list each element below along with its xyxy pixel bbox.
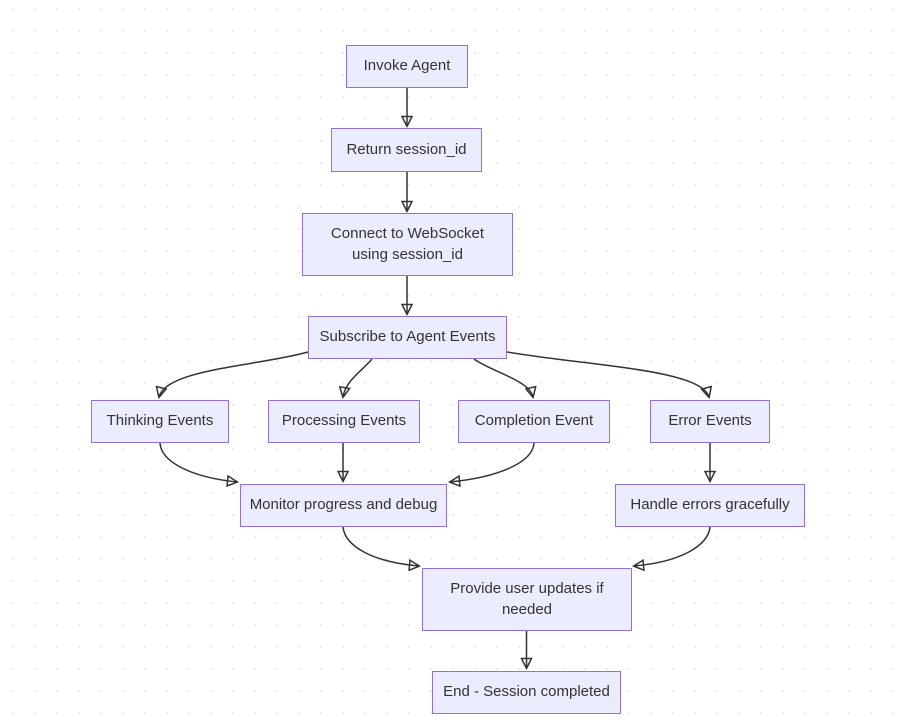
edge-handle-to-provide — [634, 526, 711, 566]
node-thinking-events-label: Thinking Events — [106, 412, 214, 430]
node-error-events: Error Events — [650, 400, 770, 443]
node-end-session-label: End - Session completed — [443, 683, 610, 701]
node-processing-events: Processing Events — [268, 400, 420, 443]
node-connect-websocket-label: Connect to WebSocket using session_id — [330, 225, 485, 263]
node-provide-updates: Provide user updates if needed — [422, 568, 632, 631]
node-monitor-progress-label: Monitor progress and debug — [249, 496, 438, 514]
edge-subscribe-to-error — [506, 351, 709, 397]
node-provide-updates-label: Provide user updates if needed — [450, 580, 604, 618]
edge-thinking-to-monitor — [159, 442, 237, 482]
node-invoke-agent: Invoke Agent — [346, 45, 468, 88]
node-subscribe-events-label: Subscribe to Agent Events — [319, 328, 496, 346]
node-invoke-agent-label: Invoke Agent — [363, 57, 451, 75]
node-completion-event-label: Completion Event — [474, 412, 594, 430]
node-handle-errors-label: Handle errors gracefully — [630, 496, 790, 514]
edge-subscribe-to-thinking — [159, 351, 309, 397]
node-return-session-id: Return session_id — [331, 128, 482, 172]
node-completion-event: Completion Event — [458, 400, 610, 443]
node-end-session: End - Session completed — [432, 671, 621, 714]
node-handle-errors: Handle errors gracefully — [615, 484, 805, 527]
edge-completion-to-monitor — [450, 442, 535, 482]
edge-monitor-to-provide — [342, 526, 419, 566]
node-processing-events-label: Processing Events — [281, 412, 407, 430]
node-return-session-id-label: Return session_id — [346, 140, 467, 158]
node-error-events-label: Error Events — [668, 412, 752, 430]
node-monitor-progress: Monitor progress and debug — [240, 484, 447, 527]
node-thinking-events: Thinking Events — [91, 400, 229, 443]
node-connect-websocket: Connect to WebSocket using session_id — [302, 213, 513, 276]
edge-subscribe-to-completion — [473, 358, 533, 397]
node-subscribe-events: Subscribe to Agent Events — [308, 316, 507, 359]
edge-subscribe-to-processing — [343, 358, 373, 397]
